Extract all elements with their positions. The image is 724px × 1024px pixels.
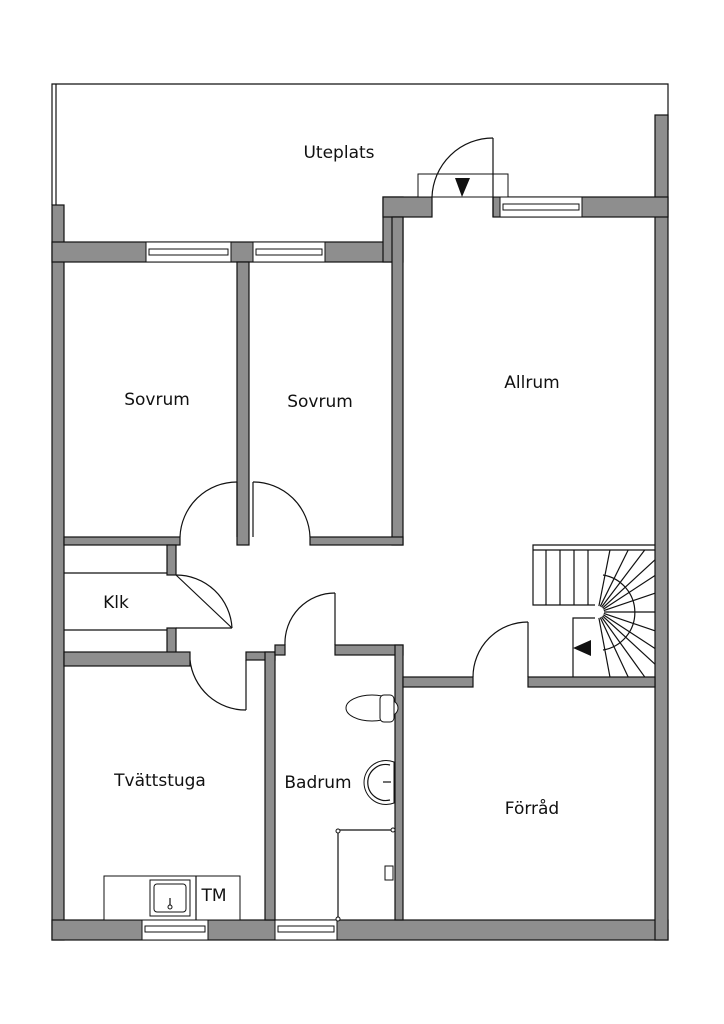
stair-tread: [603, 592, 656, 612]
room-label-klk: Klk: [103, 593, 129, 613]
door-badrum: [284, 592, 336, 646]
window: [141, 919, 209, 941]
wall-bedroom2-allrum: [391, 216, 404, 546]
wall-bedroom2-bottom: [309, 536, 404, 546]
closet-shelves: [64, 572, 167, 631]
wall-bedroom1-bottom: [63, 536, 181, 546]
room-label-forrad: Förråd: [504, 799, 560, 819]
room-label-sovrum: Sovrum: [124, 390, 190, 410]
entry-door: [417, 137, 509, 217]
window: [252, 241, 326, 263]
wall-right: [654, 114, 669, 941]
room-label-sovrum: Sovrum: [287, 392, 353, 412]
wall-tvatt-badrum: [264, 651, 276, 921]
wall-forrad-top: [527, 676, 656, 688]
laundry-counter: [103, 875, 241, 921]
sink: [363, 760, 395, 805]
door-forrad: [472, 621, 529, 678]
room-label-allrum: Allrum: [504, 373, 560, 393]
window: [274, 919, 338, 941]
staircase: [532, 544, 656, 678]
wall-tvatt-top: [63, 651, 191, 667]
window: [145, 241, 232, 263]
wall-bedroom-partition: [236, 261, 250, 546]
door-tvattstuga: [189, 659, 247, 711]
shower: [335, 827, 396, 922]
room-label-tvattstuga: Tvättstuga: [114, 771, 206, 791]
room-label-badrum: Badrum: [284, 773, 352, 793]
wall-top-entry-left: [382, 196, 433, 218]
wall-forrad-top: [402, 676, 474, 688]
wall-badrum-forrad: [394, 644, 404, 921]
wall-badrum-top: [334, 644, 404, 656]
stair-tread: [602, 615, 656, 665]
wall-badrum-top: [274, 644, 286, 656]
stair-tread: [602, 559, 656, 609]
window: [499, 196, 583, 218]
terrace-outline: [51, 83, 669, 205]
stair-tread: [601, 549, 646, 608]
wall-left: [51, 204, 65, 941]
wall-klk: [166, 544, 177, 576]
stair-tread: [598, 617, 611, 678]
stair-tread: [601, 616, 646, 678]
toilet: [345, 694, 399, 723]
washing-machine-label: TM: [201, 886, 227, 906]
door-bedroom2: [252, 481, 311, 538]
stair-tread: [599, 617, 629, 678]
stair-tread: [598, 549, 611, 607]
door-klk: [175, 574, 233, 629]
room-label-uteplats: Uteplats: [303, 143, 375, 163]
door-bedroom1: [179, 481, 238, 538]
stair-tread: [603, 612, 656, 632]
